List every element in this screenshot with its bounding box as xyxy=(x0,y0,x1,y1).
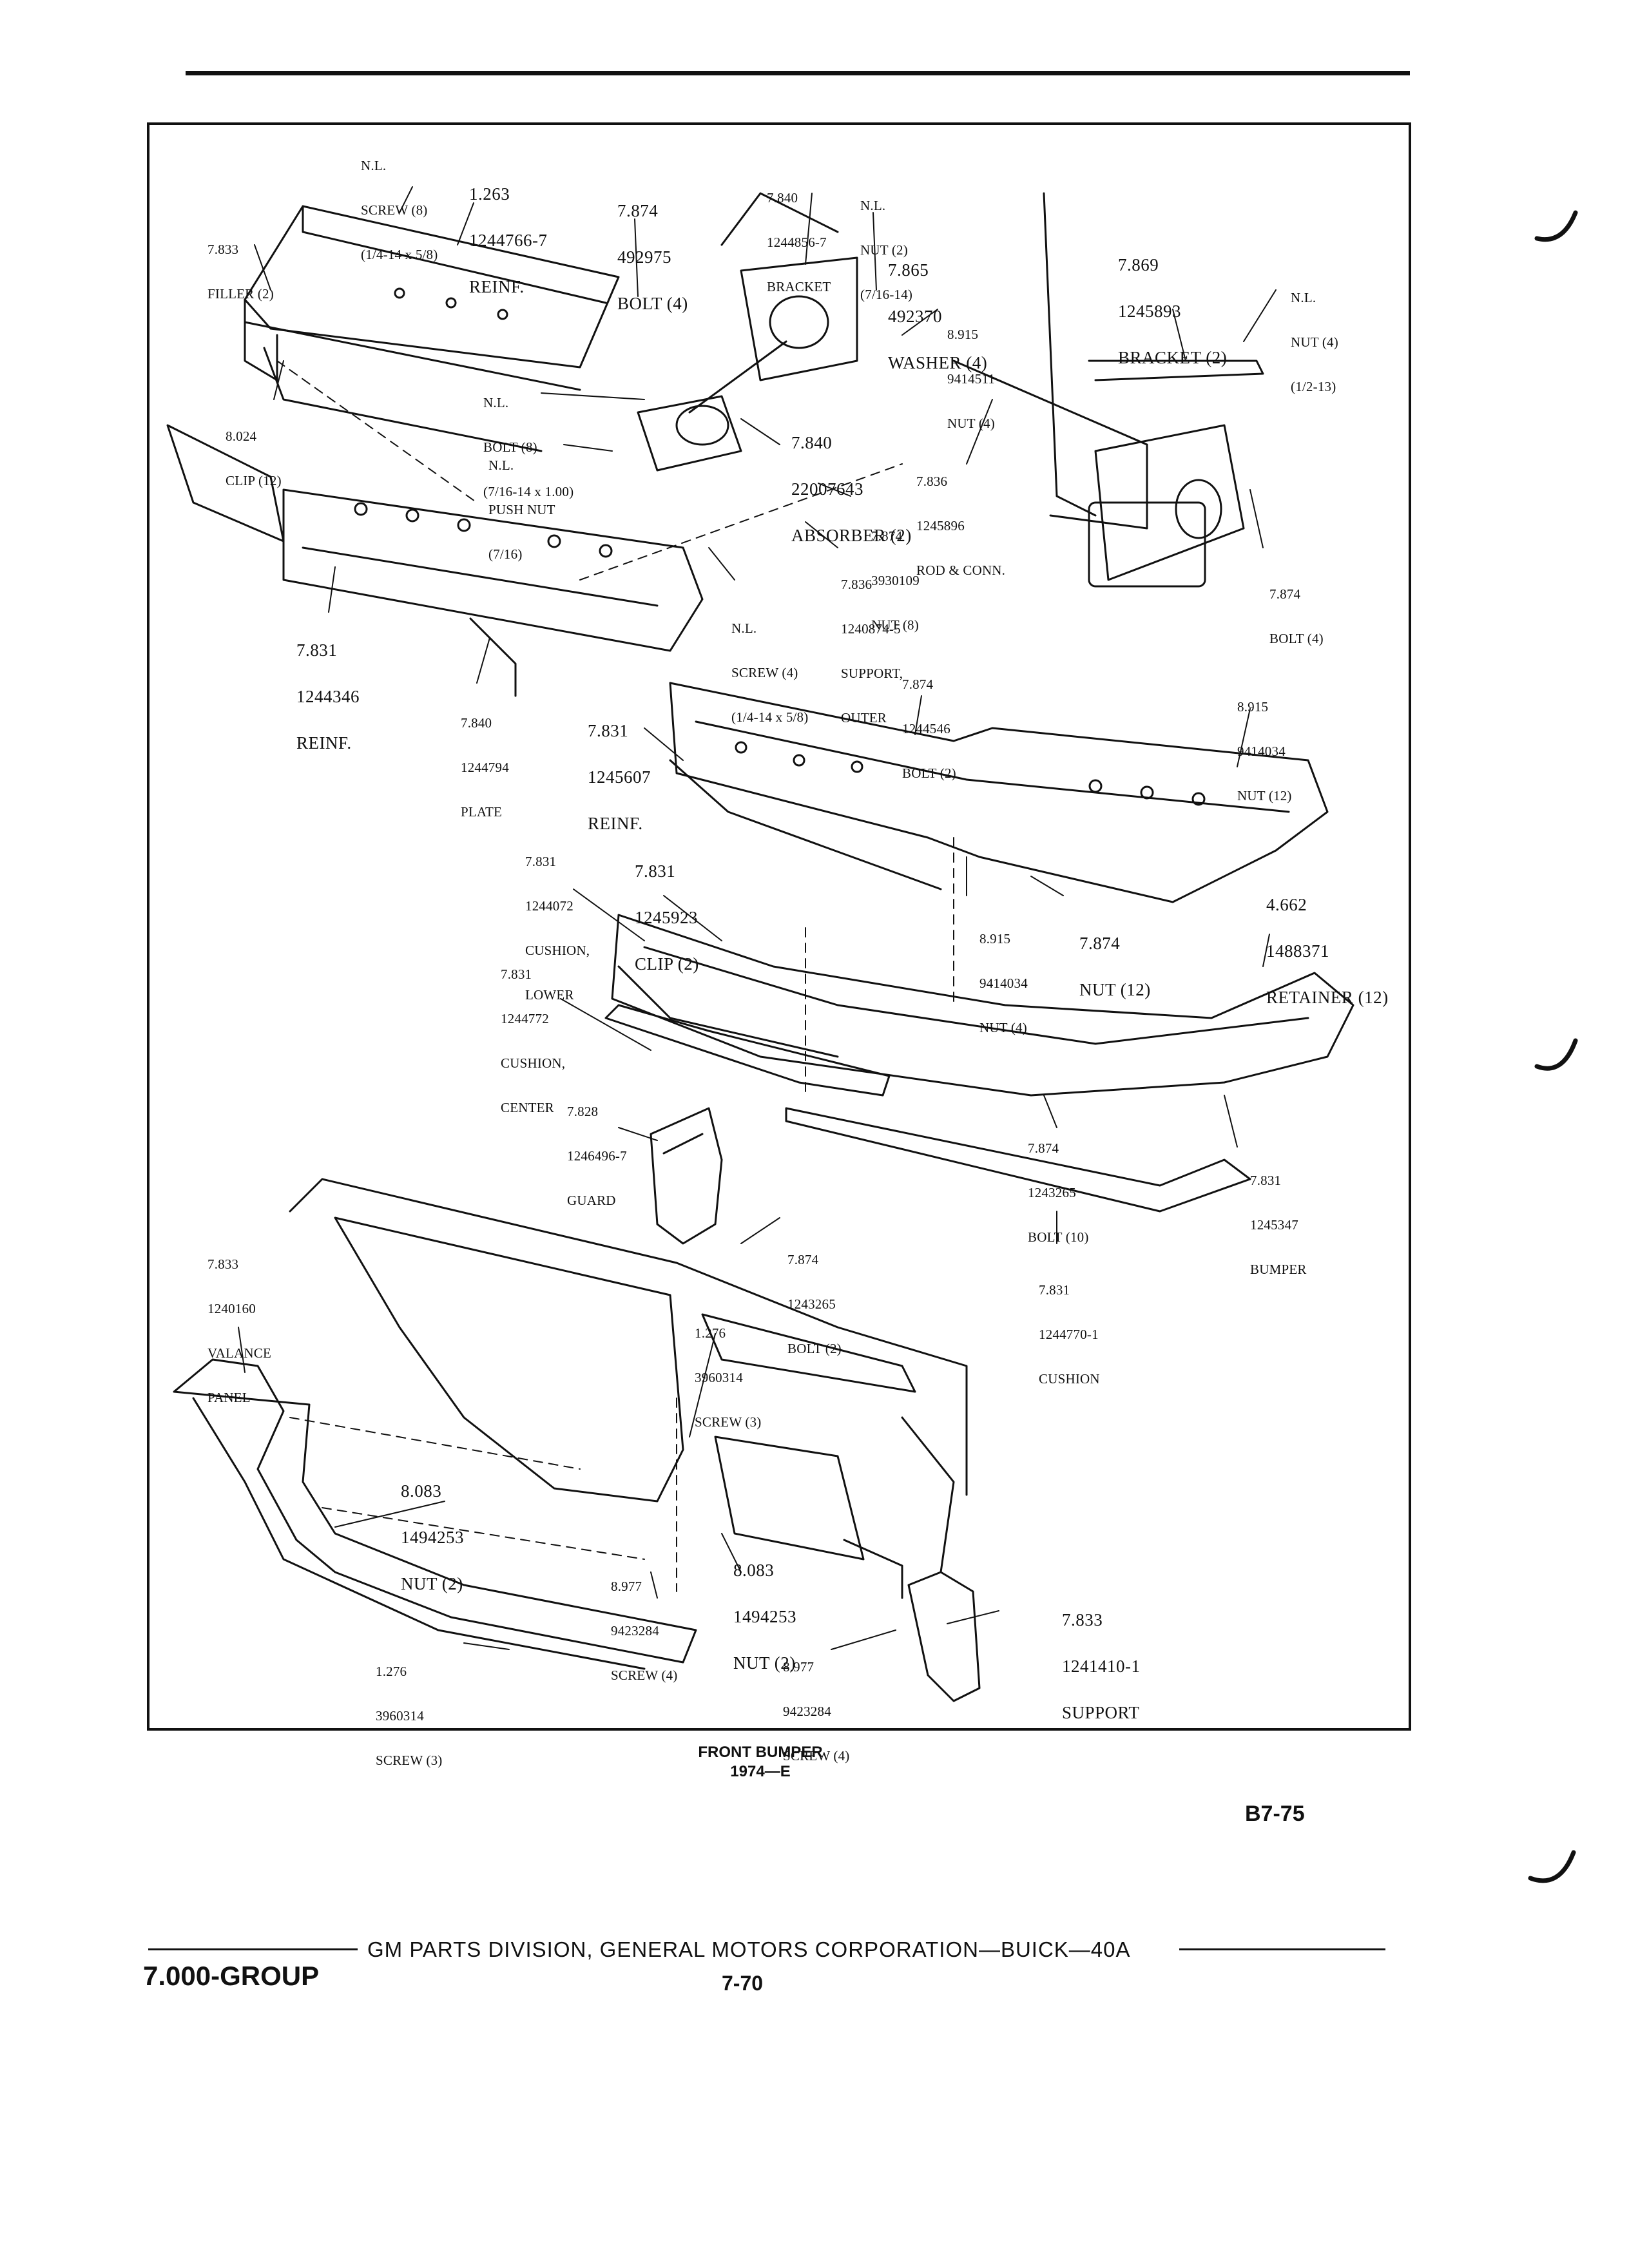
callout-retainer: 4.662 1488371 RETAINER (12) xyxy=(1266,895,1389,1007)
bumper-face-bar-drawing xyxy=(611,914,1354,1097)
callout-nut-3930109: 7.874 3930109 NUT (8) xyxy=(871,528,920,633)
illustration-frame xyxy=(147,122,1411,1731)
body-front-end-drawing xyxy=(289,1178,968,1573)
caption-year: 1974—E xyxy=(730,1763,791,1780)
callout-support-1241410: 7.833 1241410-1 SUPPORT xyxy=(1062,1610,1141,1722)
callout-valance: 7.833 1240160 VALANCE PANEL xyxy=(207,1256,272,1405)
callout-nut-9414034-12: 8.915 9414034 NUT (12) xyxy=(1237,699,1292,803)
footer-page-number: 7-70 xyxy=(722,1972,764,1995)
header-rule xyxy=(186,71,1410,75)
callout-support-outer: 7.836 1240874-5 SUPPORT, OUTER xyxy=(841,577,903,726)
callout-absorber: 7.840 22007643 ABSORBER (2) xyxy=(791,433,912,545)
footer-rule-left xyxy=(148,1948,358,1950)
callout-bracket-1245893: 7.869 1245893 BRACKET (2) xyxy=(1118,255,1228,367)
lower-support-drawing xyxy=(843,1539,981,1702)
footer-rule-right xyxy=(1179,1948,1385,1950)
callout-nut-1494253-left: 8.083 1494253 NUT (2) xyxy=(401,1481,464,1593)
callout-rod-conn: 7.836 1245896 ROD & CONN. xyxy=(916,474,1006,578)
callout-reinf-1244346: 7.831 1244346 REINF. xyxy=(296,640,360,753)
footer-group: 7.000-GROUP xyxy=(143,1961,320,1991)
figure-caption: FRONT BUMPER 1974—E xyxy=(677,1743,844,1782)
callout-plate: 7.840 1244794 PLATE xyxy=(461,715,509,820)
callout-screw-9423284-right: 8.977 9423284 SCREW (4) xyxy=(783,1659,850,1763)
binder-hook-icon xyxy=(1534,1038,1578,1071)
callout-nl-nut-2: N.L. NUT (2) (7/16-14) xyxy=(860,198,913,302)
callout-screw-9423284-left: 8.977 9423284 SCREW (4) xyxy=(611,1579,678,1683)
callout-cushion-1244770: 7.831 1244770-1 CUSHION xyxy=(1039,1282,1100,1387)
binder-hook-icon xyxy=(1534,210,1578,242)
upper-reinforcement-drawing xyxy=(244,205,620,452)
bumper-reinforcement-drawing xyxy=(669,682,1329,903)
footer-division: GM PARTS DIVISION, GENERAL MOTORS CORPOR… xyxy=(367,1937,1131,1961)
guard-drawing xyxy=(650,1107,723,1245)
mid-reinforcement-drawing xyxy=(166,424,704,697)
alignment-lines xyxy=(276,360,954,1592)
callout-bolt-4-right: 7.874 BOLT (4) xyxy=(1269,586,1324,646)
callout-nut-9414511: 8.915 9414511 NUT (4) xyxy=(947,327,996,431)
callout-washer-492370: 7.865 492370 WASHER (4) xyxy=(888,260,988,372)
callout-nl-push-nut: N.L. PUSH NUT (7/16) xyxy=(488,457,555,562)
callout-nl-bolt-8: N.L. BOLT (8) (7/16-14 x 1.00) xyxy=(483,395,574,499)
callout-nut-1494253-right: 8.083 1494253 NUT (2) xyxy=(733,1561,796,1673)
page-code: B7-75 xyxy=(1245,1802,1305,1826)
cushion-drawing xyxy=(604,1004,1251,1213)
callout-reinf-1244766: 1.263 1244766-7 REINF. xyxy=(469,184,548,296)
callout-nl-nut-4: N.L. NUT (4) (1/2-13) xyxy=(1291,290,1338,394)
callout-bumper: 7.831 1245347 BUMPER xyxy=(1250,1173,1307,1277)
leader-lines xyxy=(238,186,1277,1650)
callout-nut-9414034-4: 8.915 9414034 NUT (4) xyxy=(979,931,1028,1035)
callout-nl-screw-8: N.L. SCREW (8) (1/4-14 x 5/8) xyxy=(361,158,438,262)
callout-screw-3960314-bottom: 1.276 3960314 SCREW (3) xyxy=(376,1664,443,1768)
callout-cushion-lower: 7.831 1244072 CUSHION, LOWER xyxy=(525,854,590,1003)
callout-nut-12: 7.874 NUT (12) xyxy=(1079,934,1151,999)
callout-clip-12: 8.024 CLIP (12) xyxy=(226,428,282,488)
callout-bolt-1243265-10: 7.874 1243265 BOLT (10) xyxy=(1028,1140,1089,1245)
callout-guard: 7.828 1246496-7 GUARD xyxy=(567,1104,627,1208)
callout-nl-screw-4: N.L. SCREW (4) (1/4-14 x 5/8) xyxy=(731,620,809,725)
caption-title: FRONT BUMPER xyxy=(698,1744,823,1761)
callout-bracket-1244856: 7.840 1244856-7 BRACKET xyxy=(767,190,831,294)
callout-bolt-1243265-2: 7.874 1243265 BOLT (2) xyxy=(787,1252,842,1356)
frame-right-drawing xyxy=(952,192,1264,588)
callout-bolt-1244546: 7.874 1244546 BOLT (2) xyxy=(902,677,956,781)
callout-screw-3960314-top: 1.276 3960314 SCREW (3) xyxy=(695,1325,762,1430)
callout-filler: 7.833 FILLER (2) xyxy=(207,242,274,302)
callout-bolt-492975: 7.874 492975 BOLT (4) xyxy=(617,201,688,313)
callout-cushion-center: 7.831 1244772 CUSHION, CENTER xyxy=(501,966,566,1115)
binder-hook-icon xyxy=(1528,1850,1576,1883)
absorber-drawing xyxy=(637,192,858,472)
callout-clip-1245923: 7.831 1245923 CLIP (2) xyxy=(635,861,699,974)
callout-reinf-1245607: 7.831 1245607 REINF. xyxy=(588,721,651,833)
valance-panel-drawing xyxy=(173,1358,697,1670)
